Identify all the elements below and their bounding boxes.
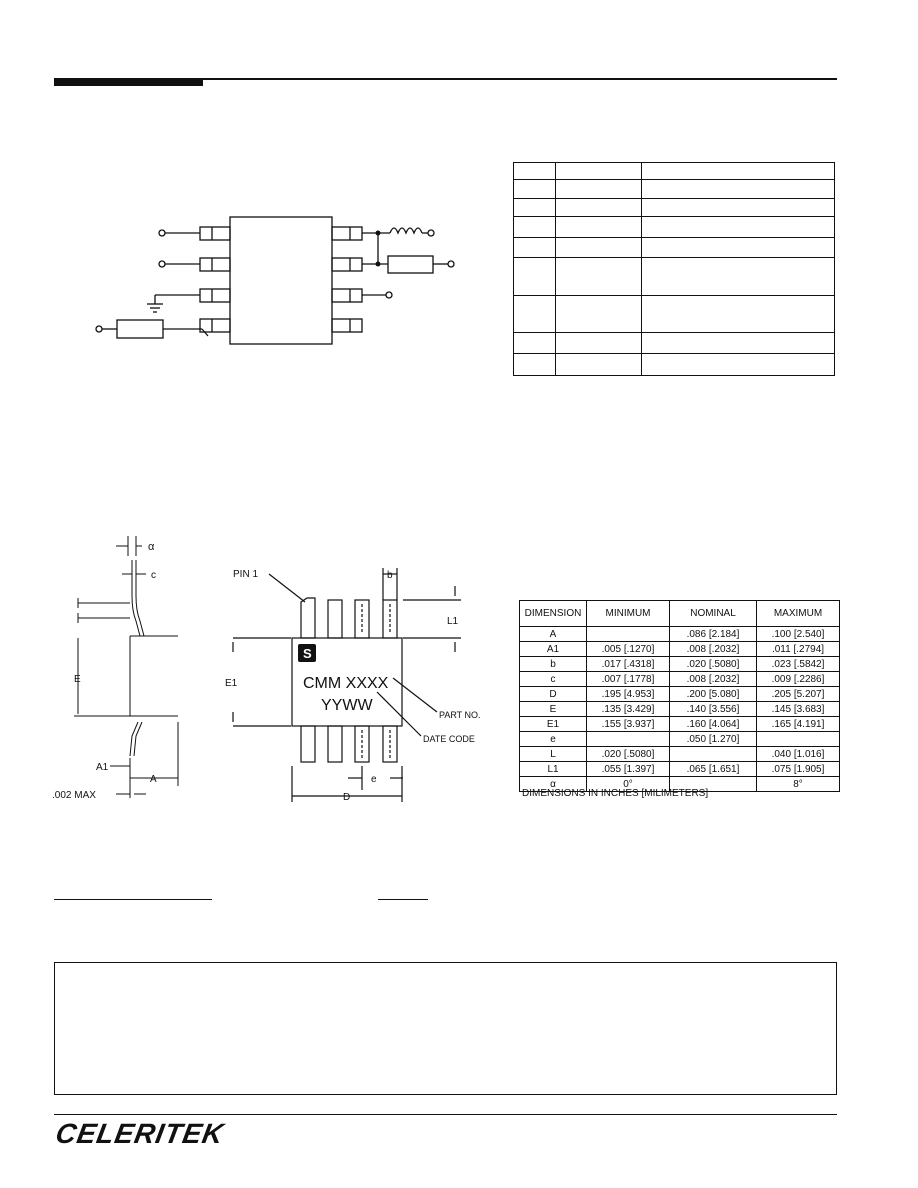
svg-text:S: S — [303, 646, 312, 661]
table-cell: E — [519, 701, 587, 717]
table-cell: .155 [3.937] — [586, 716, 670, 732]
notes-box — [54, 962, 837, 1095]
table-cell: .086 [2.184] — [669, 626, 757, 642]
table-cell: .005 [.1270] — [586, 641, 670, 657]
header-cell: MINIMUM — [586, 600, 670, 627]
table-cell: .140 [3.556] — [669, 701, 757, 717]
table-cell: .040 [1.016] — [756, 746, 840, 762]
table-row: A .086 [2.184] .100 [2.540] — [519, 626, 840, 642]
table-cell — [586, 731, 670, 747]
table-row: b .017 [.4318] .020 [.5080] .023 [.5842] — [519, 656, 840, 672]
table-cell: .205 [5.207] — [756, 686, 840, 702]
table-row: c .007 [.1778] .008 [.2032] .009 [.2286] — [519, 671, 840, 687]
section-rule-left — [54, 899, 212, 900]
table-cell: .055 [1.397] — [586, 761, 670, 777]
table-cell: .160 [4.064] — [669, 716, 757, 732]
table-cell: c — [519, 671, 587, 687]
table-cell: .075 [1.905] — [756, 761, 840, 777]
table-cell: .195 [4.953] — [586, 686, 670, 702]
b-label: b — [387, 570, 393, 581]
package-side-view: α c E A1 A .002 MAX — [52, 536, 179, 801]
table-row: A1 .005 [.1270] .008 [.2032] .011 [.2794… — [519, 641, 840, 657]
table-cell: .009 [.2286] — [756, 671, 840, 687]
table-cell: 8° — [756, 776, 840, 792]
alpha-label: α — [148, 541, 155, 553]
table-row: L1 .055 [1.397] .065 [1.651] .075 [1.905… — [519, 761, 840, 777]
marking-line1: CMM XXXX — [303, 675, 389, 692]
c-label: c — [151, 570, 156, 581]
table-cell: .165 [4.191] — [756, 716, 840, 732]
dimensions-table: DIMENSION MINIMUM NOMINAL MAXIMUM A .086… — [519, 600, 840, 792]
table-cell: E1 — [519, 716, 587, 732]
table-cell — [586, 626, 670, 642]
part-no-label: PART NO. — [439, 710, 481, 720]
table-cell: .135 [3.429] — [586, 701, 670, 717]
table-cell: A — [519, 626, 587, 642]
marking-line2: YYWW — [321, 697, 373, 714]
e-label: e — [371, 774, 377, 785]
A1-label: A1 — [96, 762, 109, 773]
table-cell: .011 [.2794] — [756, 641, 840, 657]
table-cell: L — [519, 746, 587, 762]
table-row: L .020 [.5080] .040 [1.016] — [519, 746, 840, 762]
E-label: E — [74, 674, 81, 685]
package-top-view: S CMM XXXX YYWW PIN 1 b L1 E1 PART NO. D… — [225, 568, 481, 803]
table-cell — [669, 746, 757, 762]
application-circuit — [95, 216, 455, 345]
header-rule — [203, 78, 837, 80]
brand-logo: CELERITEK — [53, 1118, 227, 1149]
pin-description-table — [513, 162, 835, 376]
dimensions-caption: DIMENSIONS IN INCHES [MILIMETERS] — [522, 788, 709, 799]
E1-label: E1 — [225, 678, 238, 689]
table-cell: b — [519, 656, 587, 672]
D-label: D — [343, 792, 350, 803]
A-label: A — [150, 774, 157, 785]
table-cell: α — [519, 776, 587, 792]
table-cell: .065 [1.651] — [669, 761, 757, 777]
table-row: e .050 [1.270] — [519, 731, 840, 747]
table-row: E1 .155 [3.937] .160 [4.064] .165 [4.191… — [519, 716, 840, 732]
header-cell: NOMINAL — [669, 600, 757, 627]
header-cell: DIMENSION — [519, 600, 587, 627]
L1-label: L1 — [447, 616, 459, 627]
table-cell: .008 [.2032] — [669, 671, 757, 687]
table-row: α 0° 8° — [519, 776, 840, 792]
table-cell — [756, 731, 840, 747]
table-cell: .200 [5.080] — [669, 686, 757, 702]
table-cell: .145 [3.683] — [756, 701, 840, 717]
table-cell: .017 [.4318] — [586, 656, 670, 672]
max-note-label: .002 MAX — [52, 790, 96, 801]
header-cell: MAXIMUM — [756, 600, 840, 627]
table-cell: .008 [.2032] — [669, 641, 757, 657]
footer-rule — [54, 1114, 837, 1115]
table-row: E .135 [3.429] .140 [3.556] .145 [3.683] — [519, 701, 840, 717]
table-row: D .195 [4.953] .200 [5.080] .205 [5.207] — [519, 686, 840, 702]
pin1-label: PIN 1 — [233, 569, 258, 580]
table-cell: .050 [1.270] — [669, 731, 757, 747]
table-cell: L1 — [519, 761, 587, 777]
table-cell: D — [519, 686, 587, 702]
header-bar — [54, 78, 203, 86]
date-code-label: DATE CODE — [423, 734, 475, 744]
section-rule-mid — [378, 899, 428, 900]
table-cell: .100 [2.540] — [756, 626, 840, 642]
table-cell: .020 [.5080] — [586, 746, 670, 762]
table-cell: .023 [.5842] — [756, 656, 840, 672]
table-cell: e — [519, 731, 587, 747]
table-header-row: DIMENSION MINIMUM NOMINAL MAXIMUM — [519, 600, 840, 627]
table-cell: A1 — [519, 641, 587, 657]
table-cell: .020 [.5080] — [669, 656, 757, 672]
table-cell: .007 [.1778] — [586, 671, 670, 687]
logo-mark: S — [298, 644, 316, 662]
